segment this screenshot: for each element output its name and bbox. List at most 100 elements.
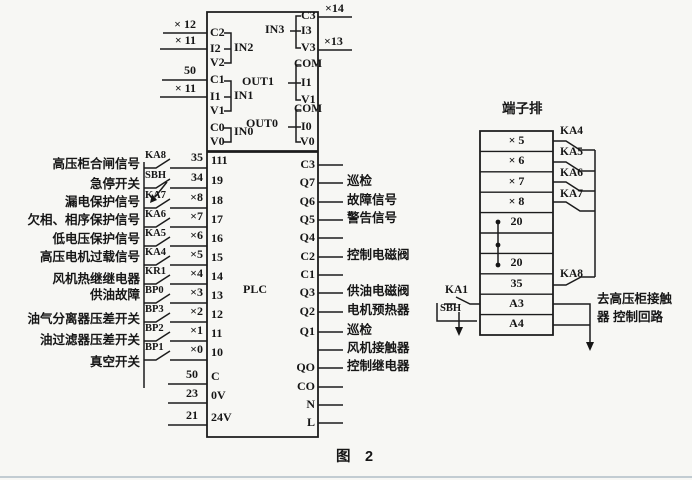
plc-input-terminal: 12: [211, 307, 223, 321]
output-desc: 控制电磁阀: [347, 248, 410, 262]
module-terminal: V1: [210, 103, 225, 117]
input-desc: 急停开关: [89, 177, 140, 191]
input-wire-number: ×6: [190, 228, 203, 242]
module-wire-label: × 11: [174, 33, 196, 47]
output-desc: 电机预热器: [347, 303, 410, 317]
module-group-label: OUT0: [246, 116, 279, 130]
power-wire-number: 21: [186, 408, 198, 422]
module-terminal: COM: [294, 103, 323, 115]
module-group-label: IN0: [234, 124, 254, 138]
sbh-actuator-arrowhead: [150, 194, 157, 203]
plc-output-terminal: Q3: [299, 285, 315, 299]
input-device: BP2: [145, 323, 164, 334]
module-group-label: OUT1: [242, 74, 275, 88]
plc-input-terminal: 18: [211, 193, 223, 207]
input-wire-number: ×7: [190, 209, 203, 223]
input-device: KA4: [145, 247, 166, 258]
strip-note-line2: 器 控制回路: [597, 310, 663, 324]
power-wire-number: 50: [186, 367, 198, 381]
input-desc: 真空开关: [89, 355, 140, 369]
input-device: KA7: [145, 190, 166, 201]
plc-output-stubs: [318, 164, 343, 424]
junction-dots-and-arrows: [150, 194, 594, 351]
input-wire-number: ×1: [190, 323, 203, 337]
relay-label: KA8: [560, 268, 583, 280]
sbh-label: SBH: [440, 303, 462, 314]
plc-output-terminal: L: [306, 415, 315, 429]
module-terminal: COM: [294, 58, 323, 70]
output-desc: 供油电磁阀: [347, 284, 410, 298]
input-wire-number: ×5: [190, 247, 203, 261]
module-terminal: I3: [301, 23, 312, 37]
module-wire-label: ×13: [324, 34, 343, 48]
plc-output-terminal: QO: [296, 360, 315, 374]
strip-row: A3: [509, 296, 524, 310]
module-terminal: C3: [301, 8, 316, 22]
output-desc: 警告信号: [347, 211, 398, 225]
module-terminal: I1: [301, 75, 312, 89]
plc-input-wires: [143, 158, 207, 426]
input-device: SBH: [145, 170, 167, 181]
strip-row: 20: [510, 214, 523, 228]
module-terminal: C1: [210, 72, 225, 86]
output-desc: 巡检: [347, 323, 373, 337]
module-terminal: C2: [210, 25, 225, 39]
relay-label: KA4: [560, 125, 583, 137]
input-desc: 风机热继继电器: [52, 272, 140, 286]
plc-input-terminal: 13: [211, 288, 223, 302]
module-wires: [160, 15, 352, 143]
module-terminal: V2: [210, 55, 225, 69]
input-wire-number: ×3: [190, 285, 203, 299]
strip-row: × 5: [508, 133, 525, 147]
plc-output-terminal: C2: [300, 249, 315, 263]
module-wire-label: 50: [184, 63, 196, 77]
module-group-label: IN2: [234, 40, 254, 54]
plc-output-terminal: Q5: [299, 212, 315, 226]
plc-output-terminal: C3: [300, 157, 315, 171]
plc-input-terminal: 16: [211, 231, 223, 245]
plc-input-terminal: 14: [211, 269, 223, 283]
plc-input-terminal: 10: [211, 345, 223, 359]
input-wire-number: ×8: [190, 190, 203, 204]
plc-output-terminal: CO: [297, 379, 315, 393]
plc-output-terminal: Q7: [299, 175, 315, 189]
output-desc: 巡检: [347, 174, 373, 188]
input-desc: 油气分离器压差开关: [27, 312, 140, 326]
module-terminal: I2: [210, 41, 221, 55]
strip-row: × 7: [508, 174, 525, 188]
module-terminal: V0: [210, 134, 225, 148]
relay-label: KA6: [560, 167, 583, 179]
relay-label: KA7: [560, 188, 583, 200]
module-terminal: V1: [301, 92, 316, 106]
input-wire-number: ×2: [190, 304, 203, 318]
plc-output-terminal: Q2: [299, 304, 315, 318]
module-wire-label: × 11: [174, 81, 196, 95]
plc-input-terminal: 15: [211, 250, 223, 264]
module-wire-label: × 12: [174, 17, 196, 31]
plc-input-terminal: 111: [211, 153, 228, 167]
strip-row: A4: [509, 316, 524, 330]
strip-exit-arrowhead: [586, 342, 594, 351]
input-device: KR1: [145, 266, 166, 277]
module-terminal: C0: [210, 120, 225, 134]
figure-caption: 图 2: [336, 449, 374, 465]
input-desc: 欠相、相序保护信号: [27, 213, 140, 227]
ka1-label: KA1: [445, 284, 468, 296]
plc-output-terminal: Q4: [299, 230, 315, 244]
input-desc: 漏电保护信号: [64, 195, 140, 209]
input-desc: 油过滤器压差开关: [39, 333, 140, 347]
plc-input-terminal: 19: [211, 173, 223, 187]
module-terminal: V3: [301, 40, 316, 54]
strip-row: × 8: [508, 194, 525, 208]
input-desc: 高压电机过载信号: [39, 250, 140, 264]
output-desc: 控制继电器: [347, 359, 410, 373]
strip-row: × 6: [508, 153, 525, 167]
plc-power-terminal: 24V: [211, 410, 232, 424]
plc-label: PLC: [243, 282, 267, 296]
plc-output-terminal: Q6: [299, 194, 315, 208]
module-group-label: IN1: [234, 88, 254, 102]
module-group-label: IN3: [265, 22, 285, 36]
power-wire-number: 23: [186, 386, 198, 400]
